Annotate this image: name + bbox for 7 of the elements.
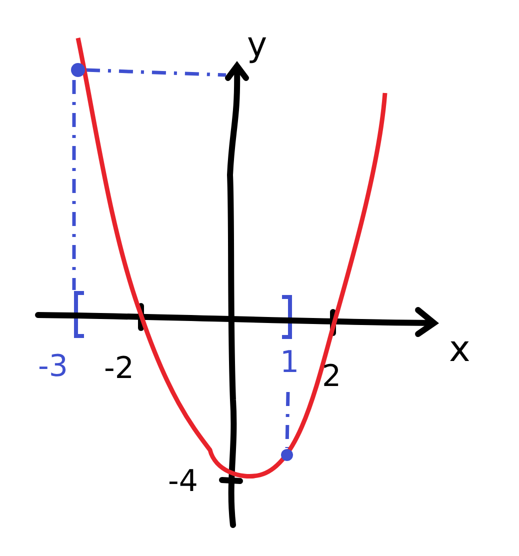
axis-label: y xyxy=(247,28,268,62)
tick-label: -2 xyxy=(104,354,134,384)
tick-label: -4 xyxy=(168,467,198,497)
tick-label: 2 xyxy=(322,362,342,392)
tick-label: -3 xyxy=(38,352,68,382)
tick-label: 1 xyxy=(280,348,300,378)
axis-label: x xyxy=(449,332,470,368)
